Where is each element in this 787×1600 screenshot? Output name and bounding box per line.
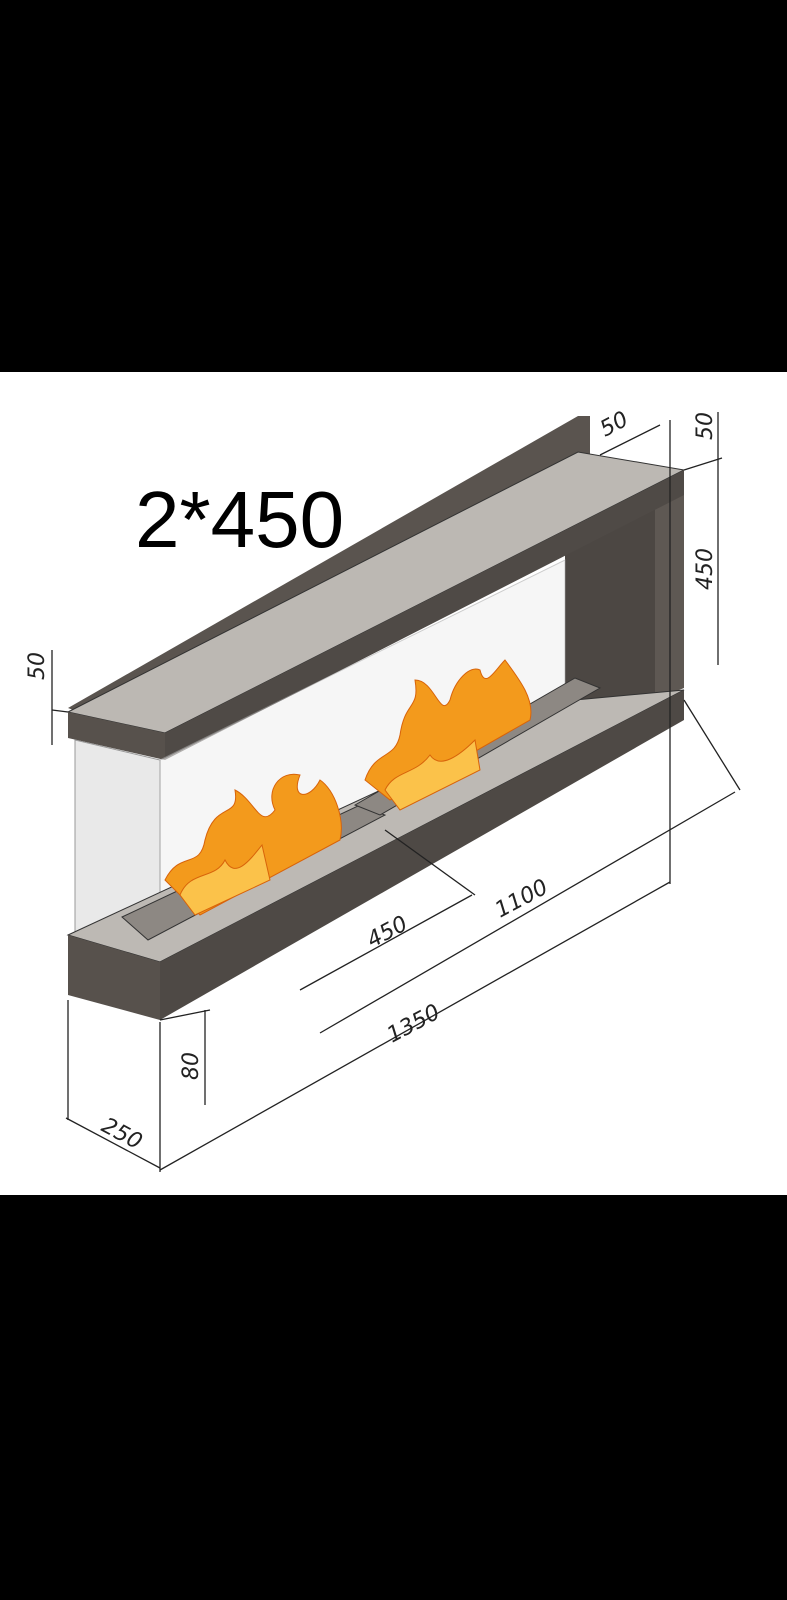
top-slab-front [165, 470, 684, 760]
top-slab-side [68, 712, 165, 760]
bottom-slab-front [160, 690, 684, 1020]
bottom-slab-side [68, 935, 160, 1020]
back-panel [68, 416, 590, 720]
dim-top-thickness-left: 50 [25, 652, 50, 680]
dim-top-thickness-right: 50 [693, 412, 718, 440]
flames-2 [364, 659, 532, 811]
dimension-lines [51, 412, 741, 1172]
drawing-title: 2*450 [135, 475, 344, 564]
dim-opening-height: 450 [693, 548, 718, 590]
flames-1 [164, 773, 342, 916]
right-panel-inner [565, 486, 655, 745]
dim-top-depth: 50 [596, 407, 632, 442]
dim-depth: 250 [97, 1113, 146, 1155]
dim-base-height: 80 [179, 1052, 204, 1080]
dim-burner-length: 450 [363, 912, 412, 954]
fireplace-drawing: 2*450 50 50 450 50 1100 450 1350 80 250 [0, 372, 787, 1195]
fireplace-diagram: 2*450 50 50 450 50 1100 450 1350 80 250 [25, 407, 741, 1172]
dim-overall-length: 1350 [383, 1000, 444, 1048]
